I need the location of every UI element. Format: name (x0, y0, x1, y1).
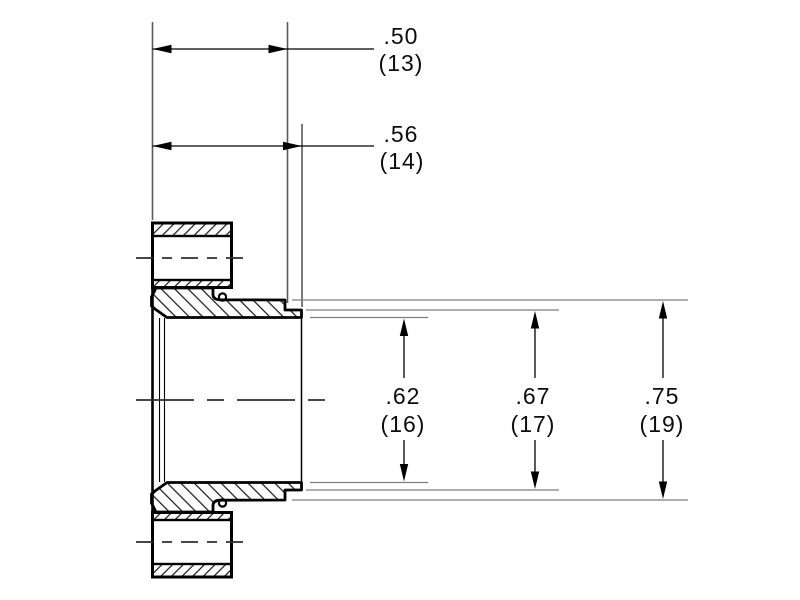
flange-boss-top (151, 221, 233, 289)
arrowhead-56-left (152, 141, 172, 151)
dimension-56: .56 (14) (152, 121, 425, 174)
arrowhead-67-down (530, 471, 540, 489)
boss-top-hatch-outer (151, 221, 233, 238)
dim-67-mm-label: (17) (511, 411, 556, 437)
dim-75-mm-label: (19) (640, 411, 685, 437)
dim-56-inches-label: .56 (384, 121, 419, 147)
relief-groove-lower (217, 498, 228, 508)
relief-groove-upper (217, 292, 228, 302)
arrowhead-75-up (658, 301, 668, 319)
arrowhead-50-right (268, 44, 288, 54)
arrowhead-75-down (658, 481, 668, 499)
dimension-75: .75 (19) (640, 301, 685, 499)
boss-bottom-hatch-outer (151, 562, 233, 579)
hub-lower-wall-section (151, 482, 302, 512)
arrowhead-62-up (399, 318, 409, 336)
dim-62-inches-label: .62 (386, 383, 421, 409)
arrowhead-62-down (399, 464, 409, 482)
arrowhead-67-up (530, 311, 540, 329)
dim-56-mm-label: (14) (380, 148, 425, 174)
extension-lines (151, 22, 688, 501)
dim-67-inches-label: .67 (516, 383, 551, 409)
dimension-67: .67 (17) (511, 311, 556, 489)
hub-upper-wall-section (151, 288, 302, 318)
arrowhead-50-left (152, 44, 172, 54)
flanged-hub-section (150, 221, 303, 579)
dim-50-mm-label: (13) (379, 50, 424, 76)
dim-75-inches-label: .75 (645, 383, 680, 409)
centerlines (136, 257, 331, 543)
flange-boss-bottom (151, 511, 233, 579)
arrowhead-56-right (283, 141, 302, 151)
dim-50-inches-label: .50 (384, 23, 419, 49)
dimension-62: .62 (16) (381, 318, 426, 482)
dimension-50: .50 (13) (152, 23, 424, 76)
dim-62-mm-label: (16) (381, 411, 426, 437)
